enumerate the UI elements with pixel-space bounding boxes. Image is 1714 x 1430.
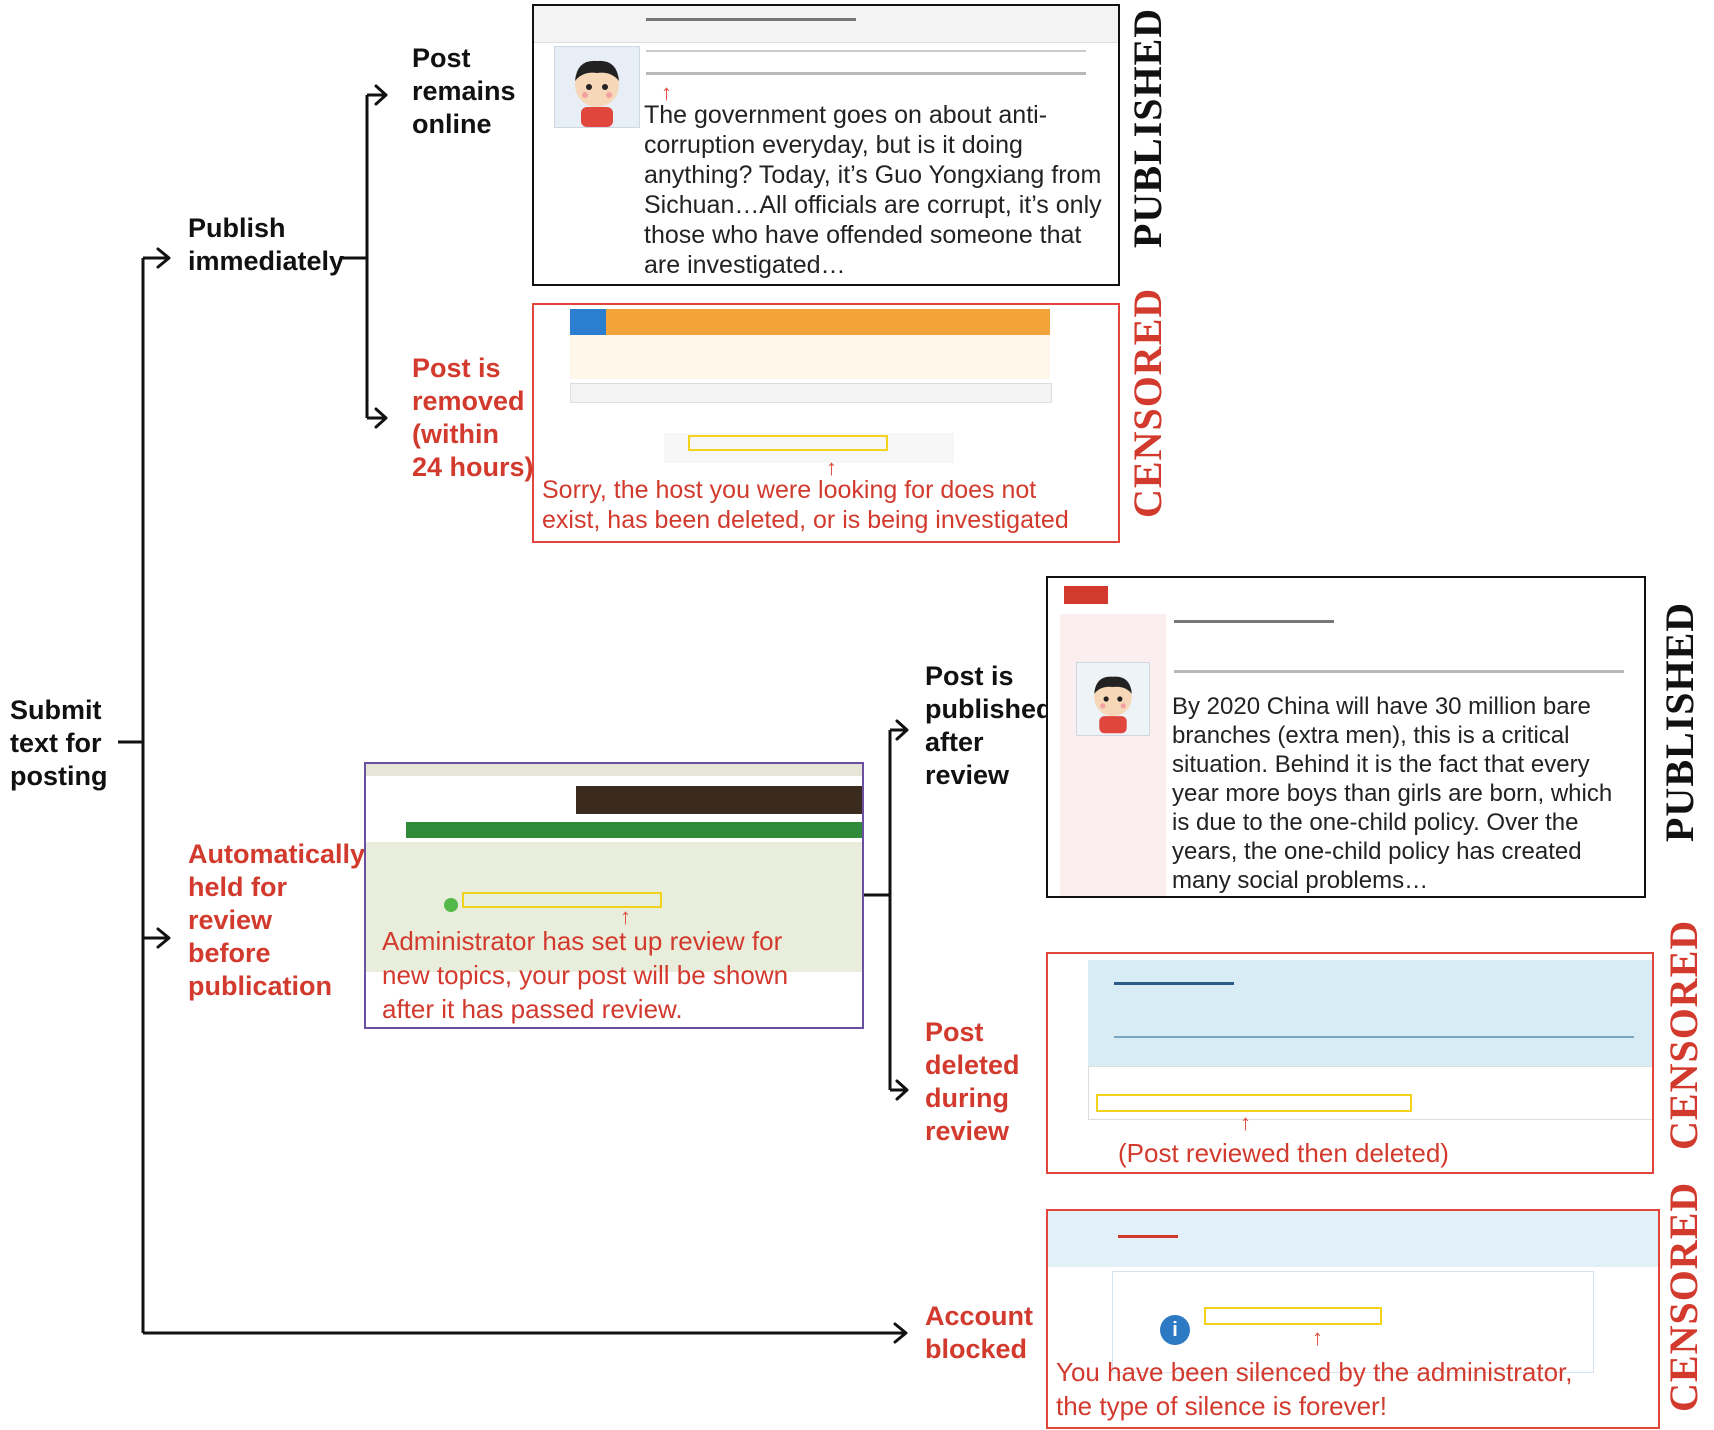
screenshot-held-notice: ↑ Administrator has set up review for ne… xyxy=(364,762,864,1029)
caption-account-blocked: You have been silenced by the administra… xyxy=(1056,1357,1573,1421)
tag-censored-1: CENSORED xyxy=(1125,287,1170,518)
pointer-arrow: ↑ xyxy=(1312,1325,1323,1350)
caption-published-after-review: By 2020 China will have 30 million bare … xyxy=(1172,693,1613,894)
space-username xyxy=(1114,982,1234,985)
post-text-line xyxy=(646,72,1086,75)
tag-censored-3: CENSORED xyxy=(1661,1181,1706,1412)
info-icon: i xyxy=(1160,1315,1190,1345)
pointer-arrow: ↑ xyxy=(826,455,837,480)
pointer-arrow: ↑ xyxy=(620,904,631,929)
pointer-arrow: ↑ xyxy=(661,80,672,105)
node-deleted-during-review: Post deleted during review xyxy=(925,1017,1020,1146)
check-icon xyxy=(444,898,458,912)
screenshot-published-post: ↑ The government goes on about anti- cor… xyxy=(532,4,1120,286)
caption-deleted-during-review: (Post reviewed then deleted) xyxy=(1118,1138,1449,1168)
screenshot-removed-post: ↑ Sorry, the host you were looking for d… xyxy=(532,303,1120,543)
caption-held-notice: Administrator has set up review for new … xyxy=(382,926,789,1024)
notice-box xyxy=(664,433,954,463)
space-header xyxy=(1088,960,1652,1080)
node-published-after-review: Post is published after review xyxy=(925,661,1053,790)
arrowhead-removed xyxy=(374,407,388,429)
user-sidebar xyxy=(1060,614,1166,896)
tag-published-1: PUBLISHED xyxy=(1125,7,1170,248)
node-held-for-review: Automatically held for review before pub… xyxy=(188,839,366,1001)
node-account-blocked: Account blocked xyxy=(925,1301,1033,1364)
avatar xyxy=(1076,662,1150,736)
avatar xyxy=(554,46,640,128)
highlight-notice xyxy=(688,435,888,451)
message-panel xyxy=(1112,1271,1594,1373)
node-publish-immediately: Publish immediately xyxy=(188,213,345,276)
highlight-blocked-notice xyxy=(1204,1307,1382,1325)
community-header xyxy=(1048,1211,1658,1267)
site-search-bar xyxy=(570,383,1052,403)
post-text-line xyxy=(1174,670,1624,673)
forum-tabs xyxy=(406,822,862,838)
arrowhead-publish xyxy=(156,247,171,269)
site-nav-home xyxy=(570,309,606,335)
arrowhead-online xyxy=(374,84,388,106)
cartoon-avatar-icon xyxy=(575,60,619,127)
post-title-line xyxy=(1174,620,1334,623)
post-header-bar xyxy=(534,6,1118,43)
arrowhead-held xyxy=(156,927,171,949)
community-logo xyxy=(1118,1235,1178,1238)
pointer-arrow: ↑ xyxy=(1240,1110,1251,1135)
reply-button xyxy=(1064,586,1108,604)
forum-banner xyxy=(576,786,862,814)
screenshot-account-blocked: i ↑ You have been silenced by the admini… xyxy=(1046,1209,1660,1429)
cartoon-avatar-icon xyxy=(1094,676,1132,734)
site-nav-bar xyxy=(570,309,1050,335)
post-title-line xyxy=(646,18,856,21)
post-meta-line xyxy=(646,50,1086,52)
site-menu-panel xyxy=(570,335,1050,379)
highlight-review-notice xyxy=(462,892,662,908)
forum-top-bar xyxy=(366,764,862,776)
space-nav-line xyxy=(1114,1036,1634,1038)
arrowhead-blocked xyxy=(893,1322,908,1344)
arrowhead-published-after xyxy=(895,719,909,741)
caption-removed-post: Sorry, the host you were looking for doe… xyxy=(542,476,1069,534)
screenshot-deleted-during-review: ↑ (Post reviewed then deleted) xyxy=(1046,952,1654,1174)
arrowhead-deleted xyxy=(895,1079,909,1101)
caption-published-post: The government goes on about anti- corru… xyxy=(644,101,1102,279)
highlight-deleted-row xyxy=(1096,1094,1412,1112)
tag-published-2: PUBLISHED xyxy=(1657,601,1702,842)
tag-censored-2: CENSORED xyxy=(1661,919,1706,1150)
node-post-removed: Post is removed (within 24 hours) xyxy=(412,353,534,482)
node-submit-text: Submit text for posting xyxy=(10,695,108,791)
screenshot-published-after-review: By 2020 China will have 30 million bare … xyxy=(1046,576,1646,898)
node-post-remains-online: Post remains online xyxy=(412,43,516,139)
